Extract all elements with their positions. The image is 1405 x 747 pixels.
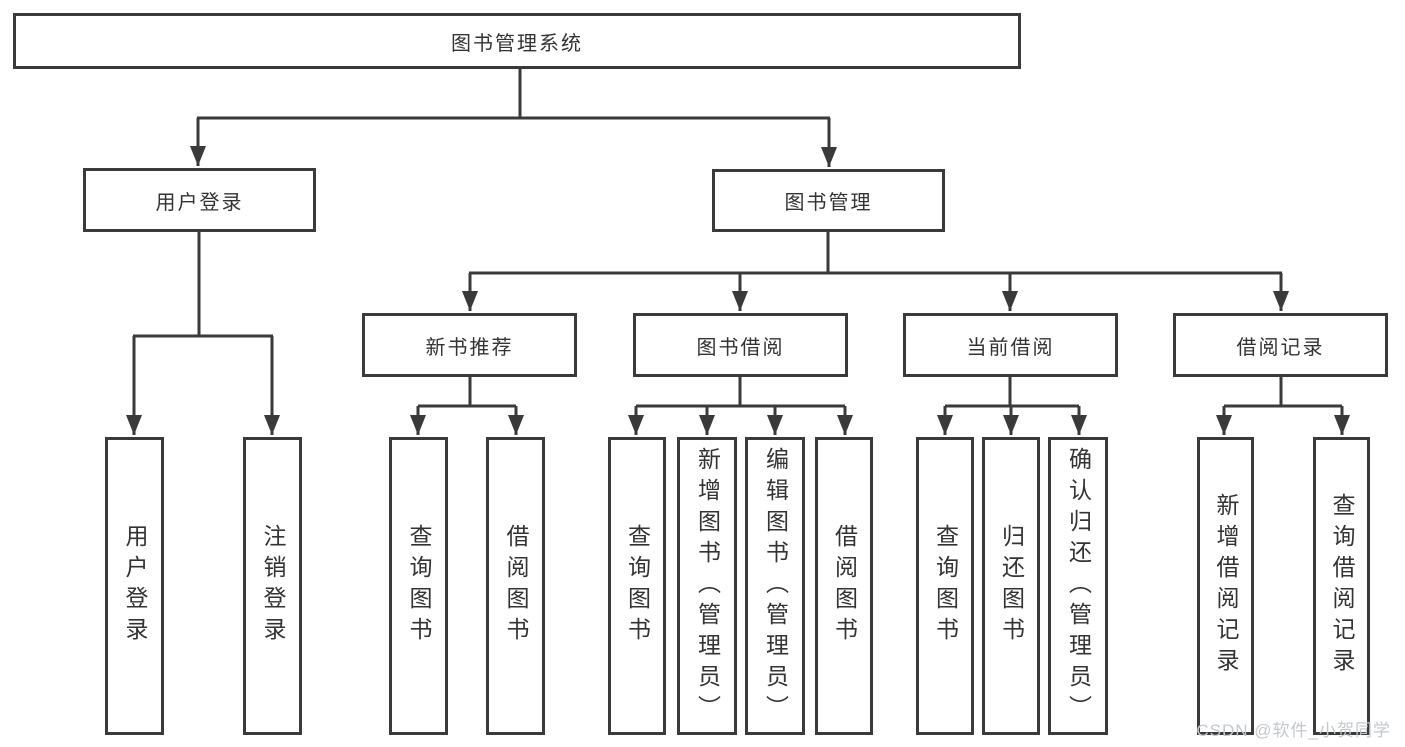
node-bb-query-books: 查询图书 [608, 437, 666, 735]
node-user-login: 用户登录 [83, 168, 316, 232]
node-label: 图书借阅 [696, 336, 785, 359]
node-label: 图书管理 [784, 192, 873, 214]
node-label: 确认归还（管理员） [1065, 446, 1092, 726]
node-label: 用户登录 [122, 524, 148, 648]
node-library-management-system: 图书管理系统 [13, 13, 1021, 69]
node-login: 用户登录 [105, 437, 164, 735]
node-label: 当前借阅 [966, 336, 1055, 359]
node-cb-return-books: 归还图书 [982, 437, 1040, 735]
csdn-watermark: CSDN @软件_小贺同学 [1196, 721, 1391, 740]
node-label: 归还图书 [998, 524, 1025, 648]
node-bb-add-book-admin: 新增图书（管理员） [677, 437, 737, 735]
node-book-borrowing: 图书借阅 [633, 313, 848, 377]
node-label: 用户登录 [155, 191, 244, 214]
node-new-book-recommend: 新书推荐 [362, 313, 577, 377]
node-nbr-borrow-books: 借阅图书 [486, 437, 545, 735]
node-cb-query-books: 查询图书 [916, 437, 974, 735]
node-label: 借阅记录 [1236, 336, 1325, 359]
node-label: 新增借阅记录 [1213, 493, 1239, 679]
node-br-add-record: 新增借阅记录 [1197, 437, 1254, 735]
node-cb-confirm-return-admin: 确认归还（管理员） [1048, 437, 1108, 735]
node-label: 注销登录 [260, 524, 286, 648]
node-label: 借阅图书 [503, 524, 529, 648]
node-label: 图书管理系统 [451, 32, 583, 55]
node-book-management: 图书管理 [712, 169, 945, 232]
node-nbr-query-books: 查询图书 [389, 437, 448, 735]
node-bb-borrow-books: 借阅图书 [815, 437, 873, 735]
node-br-query-record: 查询借阅记录 [1313, 437, 1370, 735]
node-logout: 注销登录 [243, 437, 302, 735]
node-label: 查询图书 [624, 524, 651, 648]
node-label: 新增图书（管理员） [694, 446, 721, 726]
node-label: 新书推荐 [425, 336, 514, 359]
node-label: 查询借阅记录 [1329, 493, 1355, 679]
node-borrowing-records: 借阅记录 [1173, 313, 1388, 377]
node-label: 查询图书 [406, 524, 432, 648]
node-label: 查询图书 [932, 524, 959, 648]
node-label: 借阅图书 [831, 524, 858, 648]
node-bb-edit-book-admin: 编辑图书（管理员） [745, 437, 805, 735]
node-label: 编辑图书（管理员） [762, 446, 789, 726]
node-current-borrowing: 当前借阅 [903, 313, 1118, 377]
